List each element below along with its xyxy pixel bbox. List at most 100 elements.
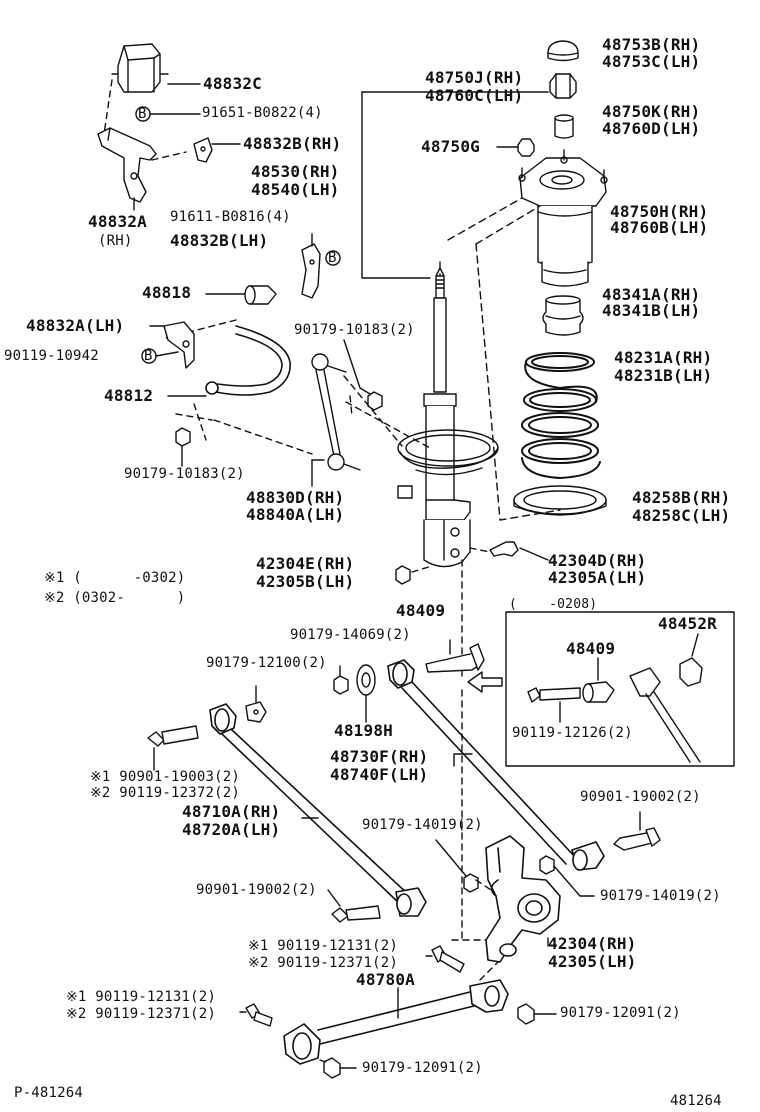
dash-48780 xyxy=(319,961,499,1063)
label-48832a-lh: 48832A(LH) xyxy=(26,316,125,335)
label-48540: 48540(LH) xyxy=(251,180,340,199)
inset-arm xyxy=(629,667,701,763)
knuckle-42304 xyxy=(485,835,561,963)
circle-b1-letter: B xyxy=(138,106,147,122)
inset-cap-48452r xyxy=(679,657,703,687)
label-48750g: 48750G xyxy=(421,137,480,156)
coil-spring-48231 xyxy=(521,352,601,479)
strut-mount-48750h xyxy=(518,149,608,287)
label-91651: 91651-B0822(4) xyxy=(202,105,323,121)
label-90119-12126: 90119-12126(2) xyxy=(512,725,633,741)
label-90179-14019-a: 90179-14019(2) xyxy=(362,817,483,833)
nut-42304e xyxy=(395,565,411,585)
dash-lower xyxy=(451,689,505,941)
label-90901-19002-b: 90901-19002(2) xyxy=(196,882,317,898)
clamp-90179-12100 xyxy=(245,701,267,723)
label-48818: 48818 xyxy=(142,283,192,302)
label-90179-10183-b: 90179-10183(2) xyxy=(124,466,245,482)
label-90119-12371-a: ※2 90119-12371(2) xyxy=(248,955,398,971)
bolt-90119-12131-b xyxy=(245,1003,273,1027)
inset-bushing-48409 xyxy=(582,681,615,703)
bump-stop-48341 xyxy=(542,295,584,336)
nut-90179-14019-b xyxy=(539,855,555,875)
stabilizer-link-48830 xyxy=(311,353,361,471)
bracket-48832c xyxy=(111,43,169,93)
label-48760d: 48760D(LH) xyxy=(602,119,701,138)
label-48832b-rh: 48832B(RH) xyxy=(243,134,342,153)
label-42305b: 42305B(LH) xyxy=(256,572,355,591)
leader-90901-19002b xyxy=(327,889,341,907)
label-48409-a: 48409 xyxy=(396,601,446,620)
leader-48730f xyxy=(453,753,473,767)
label-48341a: 48341A(RH) xyxy=(602,285,701,304)
label-48812: 48812 xyxy=(104,386,154,405)
bolt-90901-19002-a xyxy=(613,827,661,851)
arm-48710a xyxy=(209,703,427,917)
nut-48750g xyxy=(517,138,535,157)
arm-48780a xyxy=(283,979,509,1065)
label-90179-12091-b: 90179-12091(2) xyxy=(362,1060,483,1076)
label-48341b: 48341B(LH) xyxy=(602,301,701,320)
label-48830d: 48830D(RH) xyxy=(246,488,345,507)
label-48753c: 48753C(LH) xyxy=(602,52,701,71)
label-90119-10942: 90119-10942 xyxy=(4,348,99,364)
label-48840a: 48840A(LH) xyxy=(246,505,345,524)
dust-cap-48753 xyxy=(547,40,579,62)
shock-absorber-48530 xyxy=(397,267,499,568)
leader-48452r xyxy=(691,633,699,657)
label-48760c: 48760C(LH) xyxy=(425,86,524,105)
bracket-48832b-rh xyxy=(193,137,213,163)
label-42304d: 42304D(RH) xyxy=(548,551,647,570)
leader-90179-14019b xyxy=(553,865,595,897)
inset-box xyxy=(505,611,735,767)
leader-90179-14019a xyxy=(435,839,467,877)
label-48750j: 48750J(RH) xyxy=(425,68,524,87)
bolt-90901-19003 xyxy=(147,725,199,747)
label-90119-12371-b: ※2 90119-12371(2) xyxy=(66,1006,216,1022)
inset-bolt-90119-12126 xyxy=(527,687,581,703)
label-48409-b: 48409 xyxy=(566,639,616,658)
inset-date: ( -0208) xyxy=(509,597,598,612)
note-2: ※2 (0302- ) xyxy=(44,590,186,606)
footer-right-code: 481264 xyxy=(670,1093,722,1109)
bolt-90119-12131-a xyxy=(431,945,465,973)
label-48720a: 48720A(LH) xyxy=(182,820,281,839)
label-48231a: 48231A(RH) xyxy=(614,348,713,367)
bolt-90179-14069 xyxy=(425,643,485,673)
label-48832a: 48832A xyxy=(88,212,147,231)
arrow-icon xyxy=(467,671,503,693)
label-42305a: 42305A(LH) xyxy=(548,568,647,587)
label-48231b: 48231B(LH) xyxy=(614,366,713,385)
label-48710a: 48710A(RH) xyxy=(182,802,281,821)
label-90119-12131-a: ※1 90119-12131(2) xyxy=(248,938,398,954)
label-48730f: 48730F(RH) xyxy=(330,747,429,766)
nut-90179-12091-b xyxy=(323,1057,341,1079)
dash-links-strut xyxy=(213,375,431,455)
bolt-90901-19002-b xyxy=(331,905,381,923)
bushing-48750k xyxy=(554,114,574,139)
nut-90179-10183-b xyxy=(175,427,191,447)
label-48530: 48530(RH) xyxy=(251,162,340,181)
label-42304: 42304(RH) xyxy=(548,934,637,953)
label-48750k: 48750K(RH) xyxy=(602,102,701,121)
label-90179-10183-a: 90179-10183(2) xyxy=(294,322,415,338)
label-90119-12372: ※2 90119-12372(2) xyxy=(90,785,240,801)
label-48452r: 48452R xyxy=(658,614,717,633)
stabilizer-bar-48812 xyxy=(205,325,291,396)
circle-b2-letter: B xyxy=(328,250,337,266)
nut-90179-10183-a xyxy=(367,391,383,411)
label-42304e: 42304E(RH) xyxy=(256,554,355,573)
bushing-48818 xyxy=(244,285,277,305)
bracket-48832b-lh xyxy=(301,243,321,299)
label-90179-12100: 90179-12100(2) xyxy=(206,655,327,671)
label-90179-14069: 90179-14069(2) xyxy=(290,627,411,643)
label-91611: 91611-B0816(4) xyxy=(170,209,291,225)
note-1: ※1 ( -0302) xyxy=(44,570,186,586)
footer-left-code: P-481264 xyxy=(14,1085,84,1101)
label-48753b: 48753B(RH) xyxy=(602,35,701,54)
leader-90179-10183a xyxy=(343,339,371,395)
label-48832a-rh: (RH) xyxy=(98,233,133,249)
label-48780a: 48780A xyxy=(356,970,415,989)
leader-48530 xyxy=(361,91,431,279)
